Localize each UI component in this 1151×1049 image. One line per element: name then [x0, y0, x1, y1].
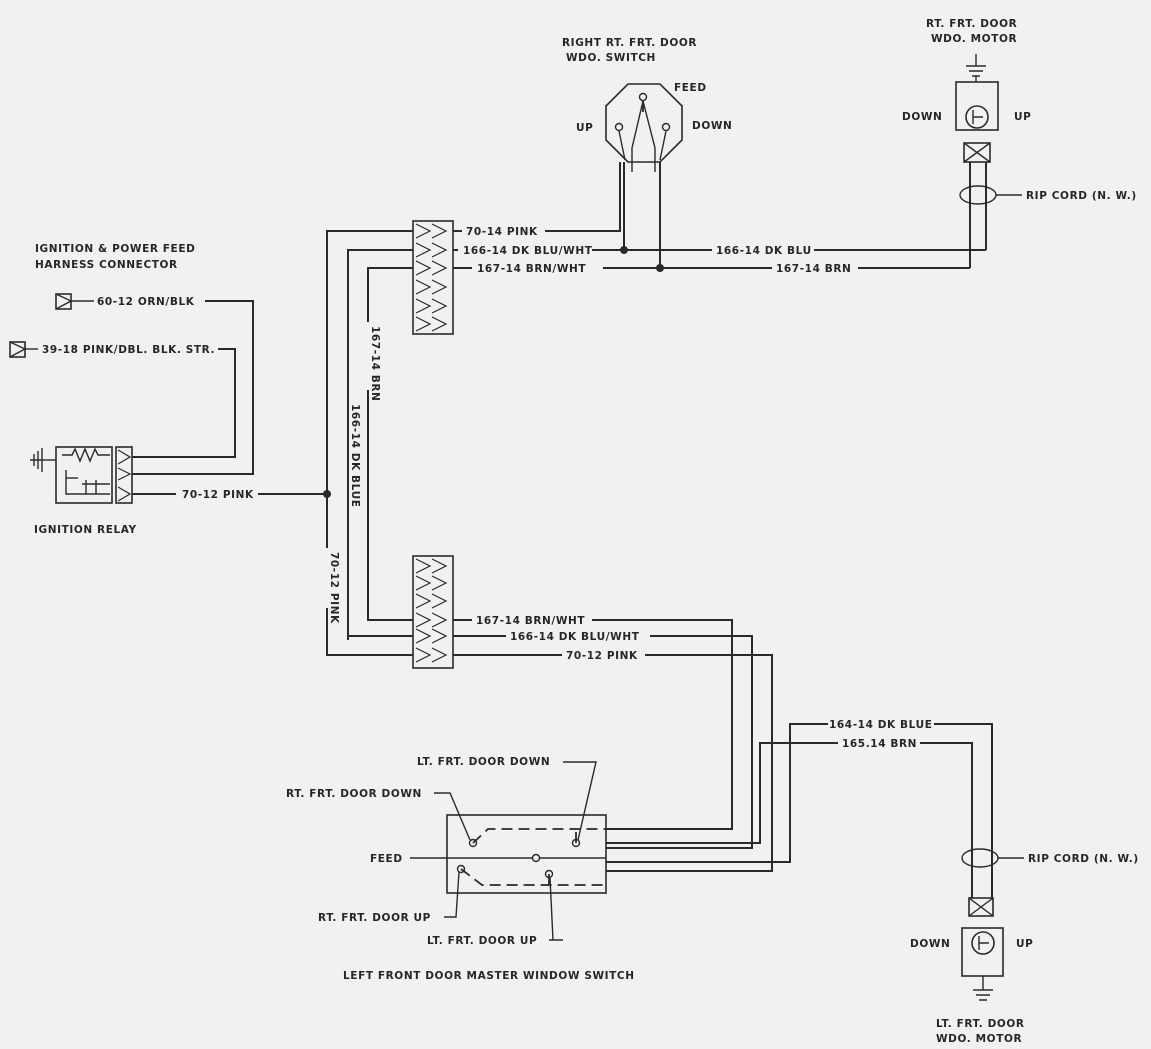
- wire-70-12-pink-vert-label: 70-12 PINK: [328, 552, 340, 624]
- wire-70-14-pink-label: 70-14 PINK: [466, 226, 538, 238]
- rt-motor-symbol: [965, 105, 989, 129]
- lt-motor-title-line2: WDO. MOTOR: [936, 1033, 1022, 1045]
- lt-rip-cord-label: RIP CORD (N. W.): [1028, 853, 1139, 865]
- rt-switch-title-line1: RIGHT RT. FRT. DOOR: [562, 37, 697, 49]
- wire-165-14-brn-label: 165.14 BRN: [842, 738, 917, 750]
- rt-motor-up-label: UP: [1014, 111, 1031, 123]
- lower-connector-body: [412, 555, 454, 669]
- ignition-relay-body: [55, 446, 113, 504]
- lt-motor-up-label: UP: [1016, 938, 1033, 950]
- lt-frt-door-down-label: LT. FRT. DOOR DOWN: [417, 756, 550, 768]
- lt-motor-connector: [968, 897, 994, 917]
- lt-frt-door-up-label: LT. FRT. DOOR UP: [427, 935, 537, 947]
- wire-70-12-pink-relay-label: 70-12 PINK: [182, 489, 254, 501]
- lt-motor-ground-icon: [973, 976, 993, 1001]
- master-feed-label: FEED: [370, 853, 403, 865]
- rt-motor-ground-icon: [966, 54, 986, 77]
- master-window-switch: LT. FRT. DOOR DOWN RT. FRT. DOOR DOWN FE…: [286, 756, 635, 982]
- splice-dot-brn: [656, 264, 664, 272]
- relay-coil: [62, 447, 110, 463]
- wire-166-14-dkbluwht-top-label: 166-14 DK BLU/WHT: [463, 245, 593, 257]
- lt-motor-box: [961, 927, 1004, 977]
- upper-connector-body: [412, 220, 454, 335]
- rt-frt-door-down-label: RT. FRT. DOOR DOWN: [286, 788, 422, 800]
- splice-dot-pink: [323, 490, 331, 498]
- rt-frt-door-up-label: RT. FRT. DOOR UP: [318, 912, 431, 924]
- rt-motor-title-line1: RT. FRT. DOOR: [926, 18, 1017, 30]
- lower-harness-connector: 167-14 BRN/WHT 166-14 DK BLU/WHT 70-12 P…: [412, 555, 773, 872]
- ign-connector-title-line2: HARNESS CONNECTOR: [35, 259, 178, 271]
- rt-rip-cord-ellipse: [959, 185, 997, 205]
- lt-motor-symbol: [971, 931, 995, 955]
- wire-39-18-pink-label: 39-18 PINK/DBL. BLK. STR.: [42, 344, 215, 356]
- splice-dot-dkblu: [620, 246, 628, 254]
- wire-60-12-orn-blk-label: 60-12 ORN/BLK: [97, 296, 195, 308]
- lt-motor-title-line1: LT. FRT. DOOR: [936, 1018, 1025, 1030]
- rt-switch-feed-terminal: [638, 92, 648, 102]
- rt-switch-down-terminal: [661, 122, 671, 132]
- rt-switch-octagon: [605, 83, 683, 163]
- master-switch-body: [446, 814, 607, 894]
- wire-166-14-dkblu-label: 166-14 DK BLU: [716, 245, 812, 257]
- wire-167-14-brnwht-top-label: 167-14 BRN/WHT: [477, 263, 586, 275]
- rt-motor-box: [955, 81, 999, 131]
- master-switch-label: LEFT FRONT DOOR MASTER WINDOW SWITCH: [343, 970, 635, 982]
- wire-166-14-dkbluwht-bot-label: 166-14 DK BLU/WHT: [510, 631, 640, 643]
- rt-motor-connector: [963, 142, 991, 163]
- rt-frt-door-window-motor: RT. FRT. DOOR WDO. MOTOR DOWN UP RIP COR…: [902, 18, 1137, 268]
- rt-switch-feed-label: FEED: [674, 82, 707, 94]
- ignition-relay-connector: [115, 446, 133, 504]
- wire-166-14-dk-blue-vert-label: 166-14 DK BLUE: [349, 404, 361, 507]
- wire-164-14-dk-blue-label: 164-14 DK BLUE: [829, 719, 932, 731]
- rt-switch-title-line2: WDO. SWITCH: [566, 52, 656, 64]
- rt-switch-up-terminal: [614, 122, 624, 132]
- lt-motor-down-label: DOWN: [910, 938, 950, 950]
- wire-167-14-brnwht-bot-label: 167-14 BRN/WHT: [476, 615, 585, 627]
- rt-motor-title-line2: WDO. MOTOR: [931, 33, 1017, 45]
- rt-motor-down-label: DOWN: [902, 111, 942, 123]
- rt-switch-down-label: DOWN: [692, 120, 732, 132]
- wire-167-14-brn-vert-label: 167-14 BRN: [369, 326, 381, 401]
- wire-70-12-pink-bot-label: 70-12 PINK: [566, 650, 638, 662]
- lt-frt-door-window-motor: 164-14 DK BLUE 165.14 BRN RIP CORD (N. W…: [606, 719, 1139, 1045]
- rt-switch-up-label: UP: [576, 122, 593, 134]
- upper-harness-connector: 70-14 PINK 166-14 DK BLU/WHT 167-14 BRN/…: [326, 220, 986, 656]
- wire-167-14-brn-label: 167-14 BRN: [776, 263, 851, 275]
- rt-rip-cord-label: RIP CORD (N. W.): [1026, 190, 1137, 202]
- relay-ground-icon: [30, 448, 43, 472]
- rt-frt-door-window-switch: RIGHT RT. FRT. DOOR WDO. SWITCH FEED UP …: [545, 37, 732, 268]
- ignition-relay-label: IGNITION RELAY: [34, 524, 137, 536]
- ignition-power-feed: IGNITION & POWER FEED HARNESS CONNECTOR …: [9, 243, 331, 536]
- ign-connector-title-line1: IGNITION & POWER FEED: [35, 243, 195, 255]
